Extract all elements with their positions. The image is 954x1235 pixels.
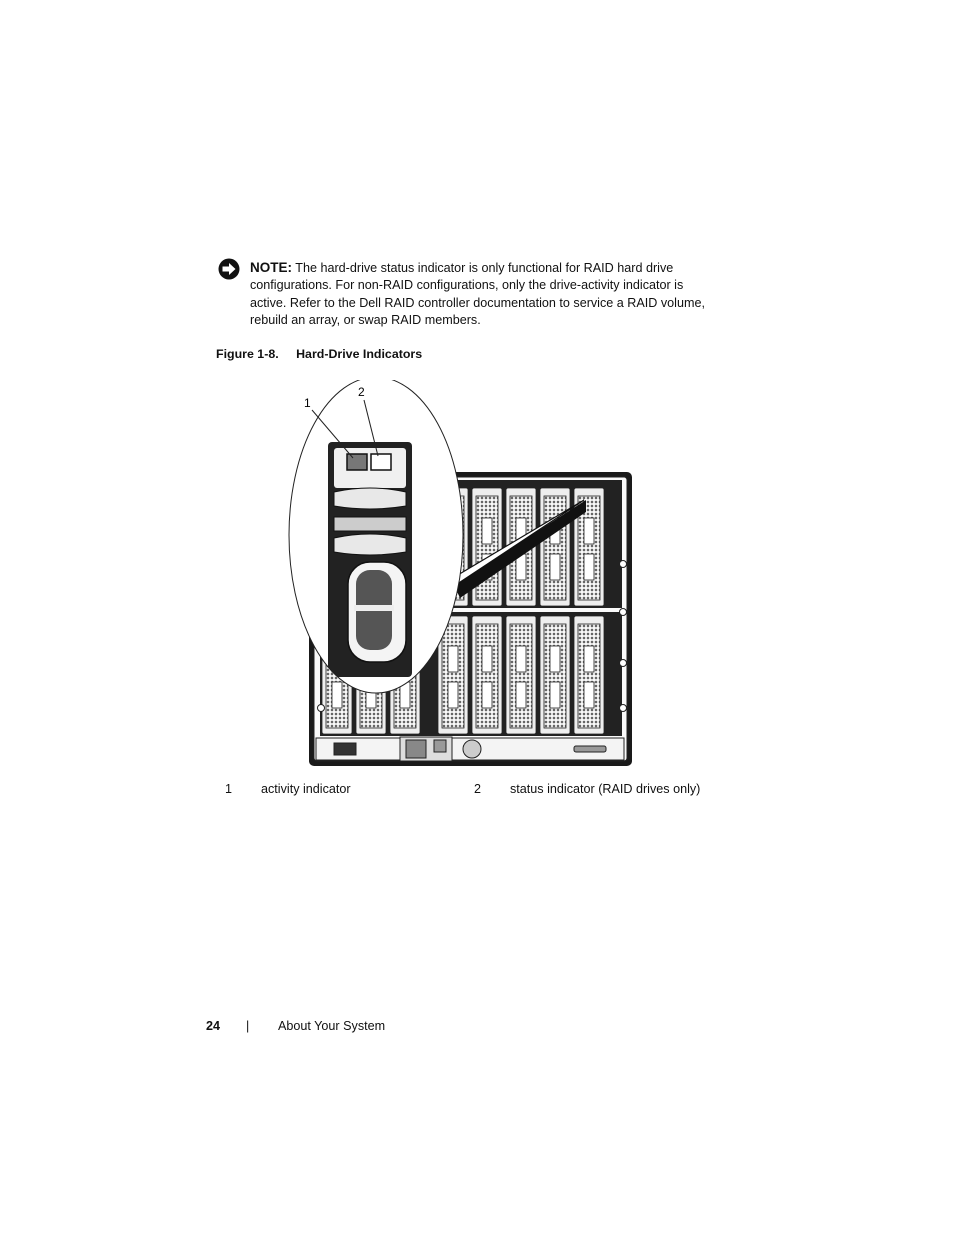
activity-indicator-led bbox=[346, 453, 368, 471]
magnified-drive-callout bbox=[288, 376, 464, 694]
footer-section-title: About Your System bbox=[278, 1019, 386, 1033]
chassis-screws bbox=[317, 560, 627, 712]
figure-number: Figure 1-8. bbox=[216, 347, 279, 361]
figure-caption: Figure 1-8. Hard-Drive Indicators bbox=[216, 347, 422, 361]
note-text: NOTE: The hard-drive status indicator is… bbox=[250, 259, 720, 329]
legend-label-1: activity indicator bbox=[261, 782, 351, 796]
note-arrow-icon bbox=[218, 258, 240, 280]
callout-leaders bbox=[311, 399, 379, 459]
blade-enclosure-illustration: 1 2 bbox=[288, 376, 632, 766]
callout-2: 2 bbox=[358, 385, 365, 399]
hard-drive-figure: 1 2 bbox=[286, 376, 636, 770]
note-body: The hard-drive status indicator is only … bbox=[250, 261, 705, 327]
footer-separator: | bbox=[246, 1019, 250, 1033]
zoom-pointer bbox=[454, 500, 586, 598]
blade-row-bottom bbox=[321, 615, 605, 735]
page-number: 24 bbox=[206, 1019, 221, 1033]
legend-num-1: 1 bbox=[225, 782, 233, 796]
status-indicator-led bbox=[370, 453, 392, 471]
note-label: NOTE: bbox=[250, 260, 292, 275]
figure-title: Hard-Drive Indicators bbox=[296, 347, 423, 361]
control-panel bbox=[315, 736, 625, 762]
legend-num-2: 2 bbox=[474, 782, 482, 796]
legend-label-2: status indicator (RAID drives only) bbox=[510, 782, 701, 796]
callout-1: 1 bbox=[304, 396, 311, 410]
